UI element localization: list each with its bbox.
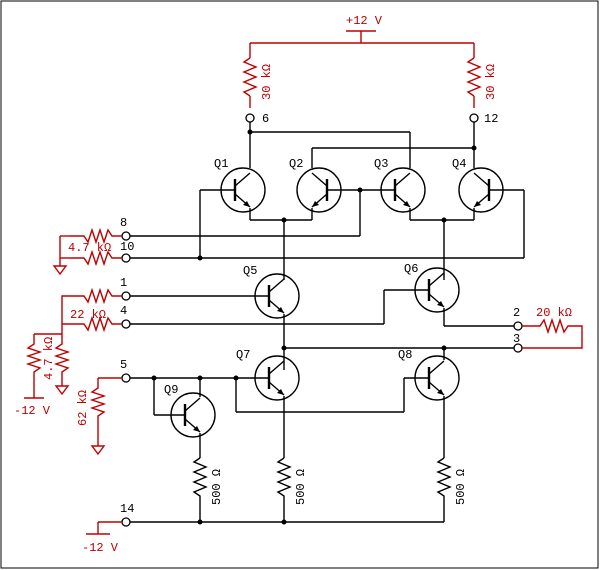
diff-pair-wiring [199, 189, 525, 280]
q4-label: Q4 [452, 157, 466, 171]
pin-10 [121, 253, 131, 263]
resistor-q7-emitter: 500 Ω [276, 457, 308, 522]
resistor-top-left: 30 kΩ [242, 57, 274, 108]
resistor-left-vertical: 4.7 kΩ -12 V [14, 324, 71, 418]
pin-5 [121, 373, 131, 383]
resistor-q9-emitter: 500 Ω [192, 457, 224, 522]
supply-negative-bottom-label: -12 V [82, 541, 119, 555]
resistor-q8-emitter: 500 Ω [436, 457, 468, 522]
pin-6 [245, 113, 255, 123]
transistor-q3: Q3 [374, 157, 427, 214]
resistor-pin1-4: 22 kΩ [61, 287, 122, 333]
pin-12 [469, 113, 479, 123]
resistor-pin1-4-value: 22 kΩ [70, 308, 106, 322]
collector-wiring [249, 122, 475, 168]
resistor-top-right: 30 kΩ [466, 57, 498, 108]
pin-4-label: 4 [120, 304, 127, 318]
resistor-top-right-value: 30 kΩ [484, 64, 498, 100]
pin-14-label: 14 [120, 502, 134, 516]
resistor-pin8-10-value: 4.7 kΩ [68, 241, 111, 255]
negative-supply-bottom: -12 V [82, 521, 122, 555]
transistor-q4: Q4 [452, 157, 505, 214]
pin-1-label: 1 [120, 276, 127, 290]
resistor-q7-value: 500 Ω [294, 469, 308, 505]
pin-1 [121, 291, 131, 301]
positive-supply: +12 V [249, 14, 475, 58]
resistor-pin2-3-value: 20 kΩ [536, 306, 572, 320]
pin-6-label: 6 [262, 112, 269, 126]
pin-10-label: 10 [120, 240, 134, 254]
resistor-left-vertical-value: 4.7 kΩ [42, 337, 56, 380]
q5-label: Q5 [243, 264, 257, 278]
pin-3-label: 3 [513, 332, 520, 346]
q1-label: Q1 [214, 157, 228, 171]
q6-label: Q6 [404, 262, 418, 276]
transistor-q5: Q5 [243, 264, 301, 320]
q8-label: Q8 [398, 348, 412, 362]
supply-negative-left-label: -12 V [14, 404, 51, 418]
pin-8 [121, 231, 131, 241]
transistor-q7: Q7 [236, 348, 301, 402]
resistor-q9-value: 500 Ω [210, 469, 224, 505]
pin-8-label: 8 [120, 216, 127, 230]
pin-4 [121, 319, 131, 329]
transistor-q1: Q1 [214, 157, 267, 214]
pin-2-label: 2 [513, 306, 520, 320]
pin-14 [121, 517, 131, 527]
transistor-q2: Q2 [289, 157, 343, 214]
resistor-pin2-3: 20 kΩ [522, 306, 583, 349]
transistor-q9: Q9 [164, 383, 217, 439]
q9-label: Q9 [164, 383, 178, 397]
transistor-q6: Q6 [404, 262, 461, 314]
resistor-pin5-value: 62 kΩ [76, 390, 90, 426]
q2-label: Q2 [289, 157, 303, 171]
supply-positive-label: +12 V [346, 14, 383, 28]
q7-label: Q7 [236, 348, 250, 362]
resistor-pin8-10: 4.7 kΩ [52, 227, 122, 276]
q3-label: Q3 [374, 157, 388, 171]
pin-12-label: 12 [484, 112, 498, 126]
resistor-pin5: 62 kΩ [76, 377, 122, 456]
transistor-q8: Q8 [398, 348, 461, 402]
resistor-top-left-value: 30 kΩ [260, 64, 274, 100]
pin-5-label: 5 [120, 358, 127, 372]
resistor-q8-value: 500 Ω [454, 469, 468, 505]
pin-2 [513, 321, 523, 331]
